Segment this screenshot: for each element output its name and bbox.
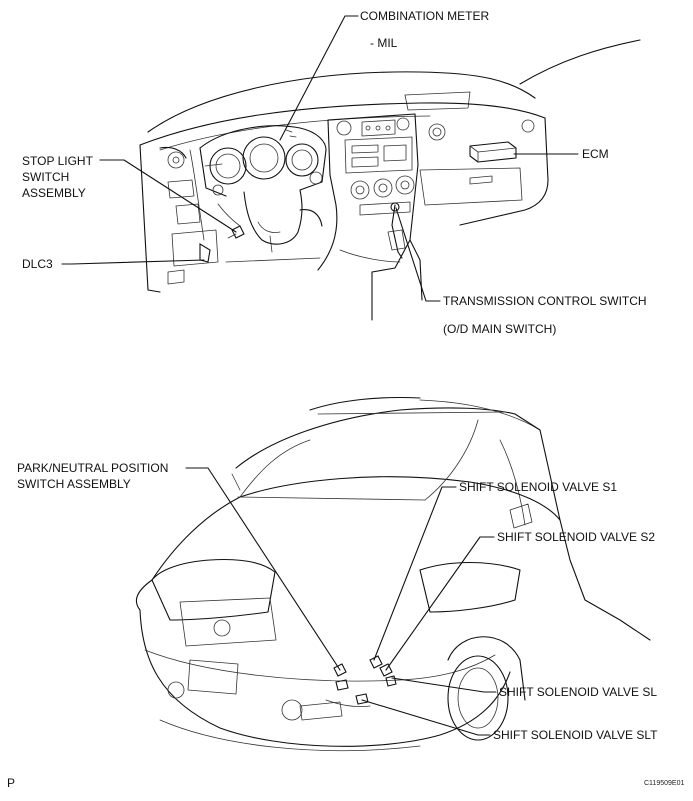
park-neutral-label-line1: PARK/NEUTRAL POSITION (17, 461, 169, 475)
corner-mark: P (7, 776, 16, 790)
stop-light-label-line3: ASSEMBLY (22, 186, 86, 200)
shift-solenoid-s2-label: SHIFT SOLENOID VALVE S2 (497, 530, 656, 544)
park-neutral-label-line2: SWITCH ASSEMBLY (17, 477, 131, 491)
shift-solenoid-slt-label: SHIFT SOLENOID VALVE SLT (493, 728, 658, 742)
stop-light-label-line1: STOP LIGHT (22, 154, 93, 168)
instrument-panel-illustration (139, 39, 641, 321)
shift-solenoid-s1-label: SHIFT SOLENOID VALVE S1 (459, 480, 618, 494)
od-main-switch-label: (O/D MAIN SWITCH) (443, 322, 557, 336)
ecm-label: ECM (582, 147, 609, 161)
figure-code: C119509E01 (644, 780, 685, 787)
leader-lines (61, 15, 579, 736)
combination-meter-label: COMBINATION METER (360, 9, 490, 23)
mil-label: - MIL (370, 36, 398, 50)
vehicle-front-illustration (135, 396, 651, 752)
shift-solenoid-sl-label: SHIFT SOLENOID VALVE SL (499, 685, 658, 699)
stop-light-label-line2: SWITCH (22, 170, 70, 184)
dlc3-label: DLC3 (22, 257, 53, 271)
transmission-control-switch-label: TRANSMISSION CONTROL SWITCH (443, 294, 647, 308)
